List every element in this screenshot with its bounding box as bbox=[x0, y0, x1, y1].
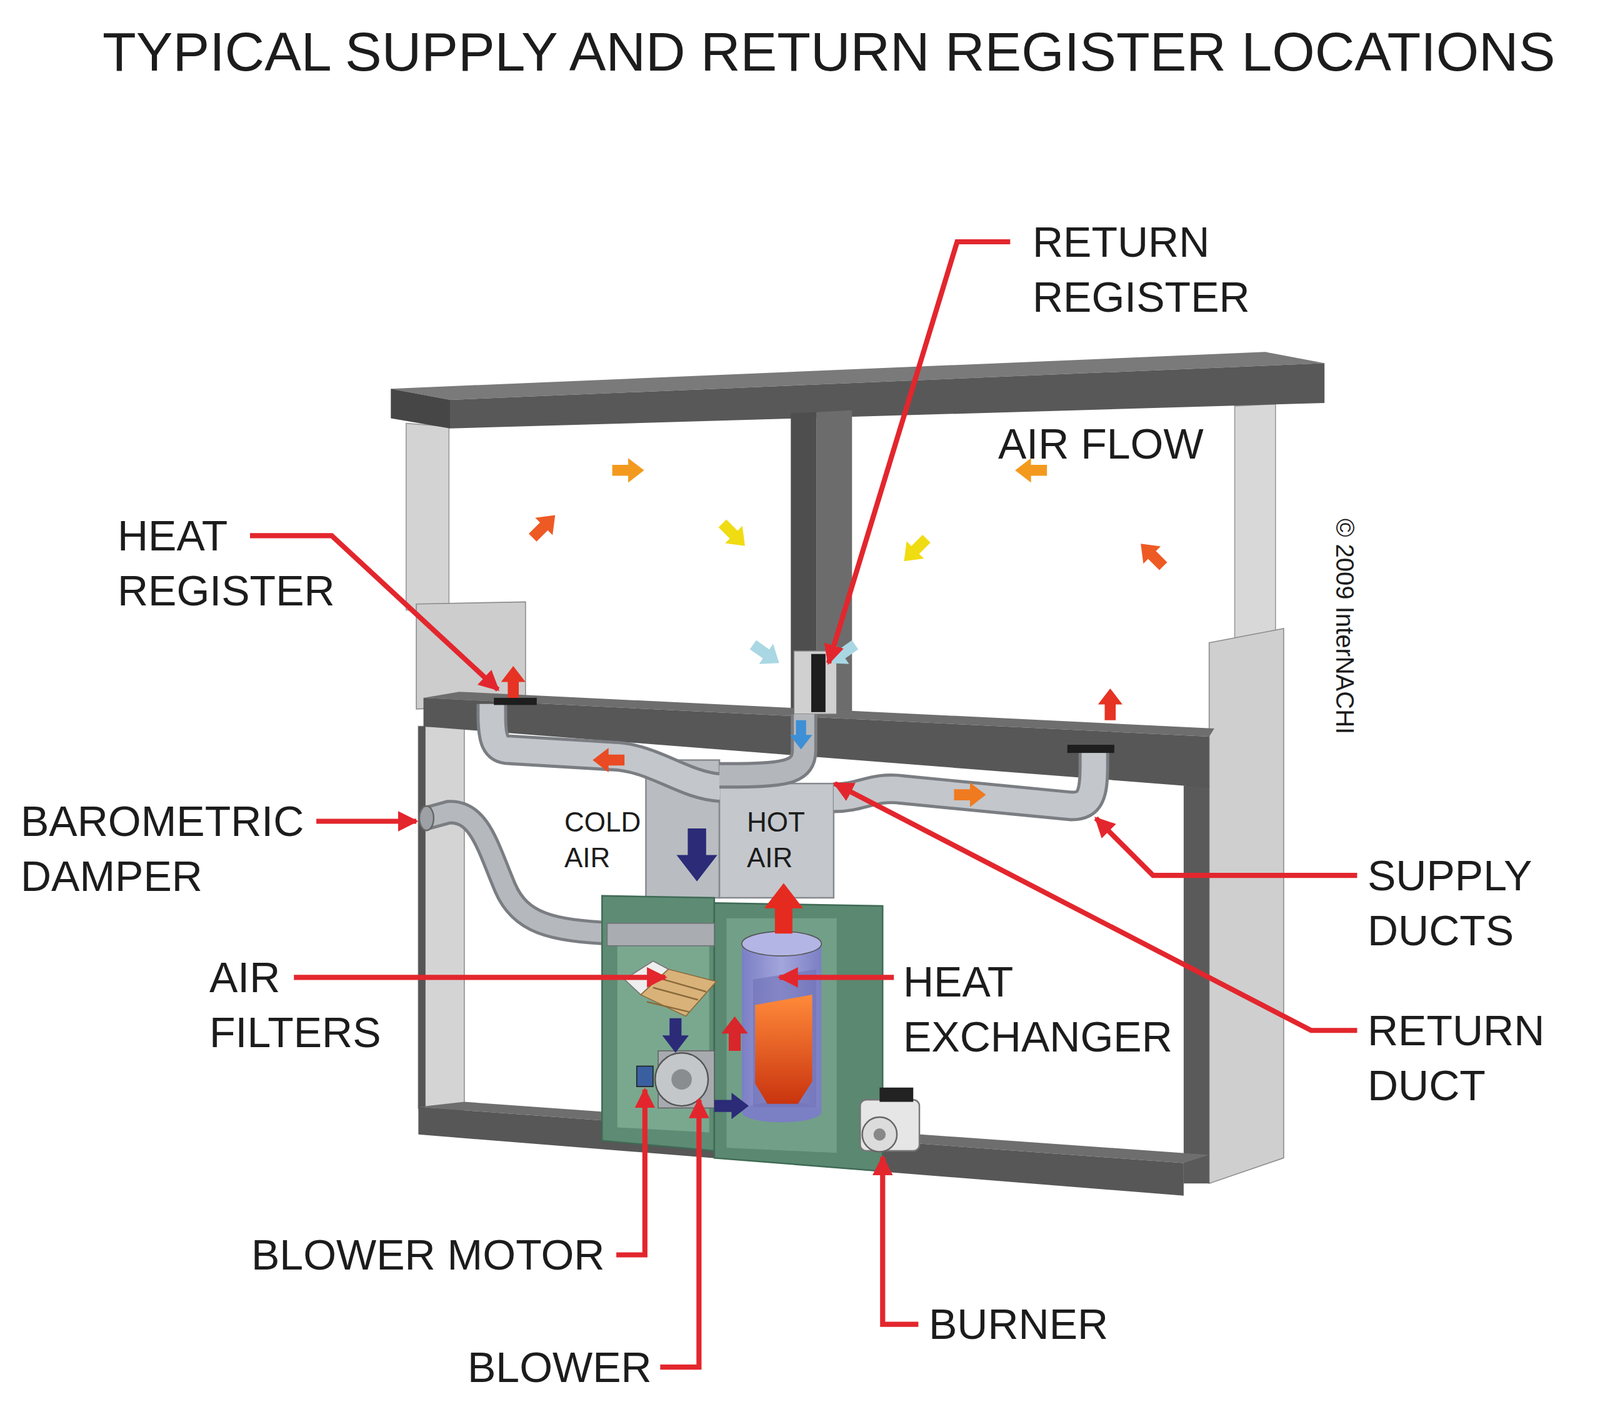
callout-label: BLOWER bbox=[467, 1340, 652, 1395]
house-frame bbox=[390, 351, 1325, 1196]
heat-register bbox=[1067, 745, 1115, 754]
duct-label: COLD AIR bbox=[564, 804, 641, 876]
callout-label: SUPPLY DUCTS bbox=[1367, 848, 1532, 959]
air-flow-label: AIR FLOW bbox=[998, 416, 1204, 472]
barometric-damper bbox=[419, 806, 434, 831]
air-flow-arrows bbox=[501, 458, 1172, 1120]
callout-label: AIR FILTERS bbox=[209, 950, 382, 1061]
callout-label: BAROMETRIC DAMPER bbox=[20, 793, 304, 905]
burner bbox=[860, 1088, 920, 1153]
leader-lines bbox=[250, 241, 1357, 1368]
callout-label: BLOWER MOTOR bbox=[251, 1227, 605, 1283]
diagram-title: TYPICAL SUPPLY AND RETURN REGISTER LOCAT… bbox=[102, 16, 1555, 88]
callout-label: RETURN REGISTER bbox=[1032, 214, 1250, 325]
callout-label: RETURN DUCT bbox=[1367, 1003, 1545, 1114]
hot-air-plenum bbox=[719, 783, 834, 899]
copyright-note: © 2009 InterNACHI bbox=[1330, 518, 1360, 735]
duct-label: HOT AIR bbox=[746, 804, 805, 876]
callout-label: BURNER bbox=[928, 1296, 1109, 1352]
heat-register bbox=[493, 698, 537, 705]
ducts bbox=[426, 704, 1094, 937]
callout-label: HEAT EXCHANGER bbox=[903, 954, 1173, 1065]
callout-label: HEAT REGISTER bbox=[117, 508, 335, 619]
